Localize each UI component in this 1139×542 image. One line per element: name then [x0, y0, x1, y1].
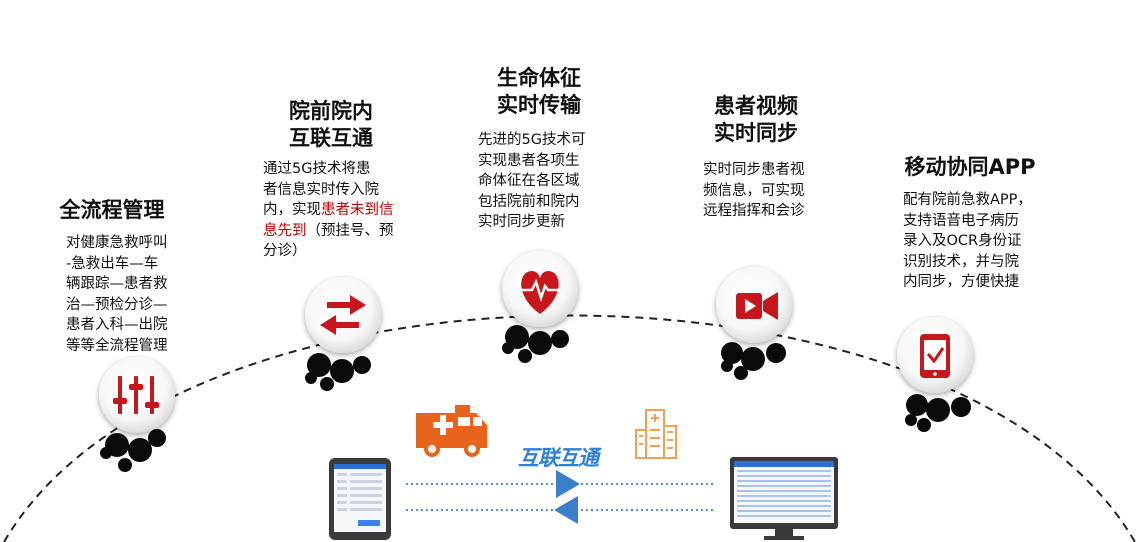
mobile-check-icon: [920, 334, 950, 378]
node-1-description: 对健康急救呼叫 -急救出车—车 辆跟踪—患者救 治—预检分诊— 患者入科—出院 …: [66, 235, 168, 354]
node-2-description: 通过5G技术将患 者信息实时传入院 内，实现患者未到信息先到（预挂号、预分诊）: [263, 161, 394, 259]
node-4-icon-badge: [716, 267, 792, 380]
node-2-title: 院前院内 互联互通: [289, 99, 373, 150]
node-1-title: 全流程管理: [59, 198, 165, 222]
node-4-description: 实时同步患者视 频信息，可实现 远程指挥和会诊: [703, 162, 805, 219]
heart-pulse-icon: [520, 271, 560, 314]
node-1-icon-badge: [99, 357, 175, 472]
arrow-left-icon: [554, 496, 578, 524]
decor-dots-1: [100, 429, 166, 472]
node-3-title: 生命体征 实时传输: [497, 66, 581, 117]
exchange-arrows-icon: [320, 295, 366, 335]
dashed-arc: [3, 314, 1136, 542]
node-5-title: 移动协同APP: [904, 155, 1036, 179]
highlight-text: 患者未到信息先到: [263, 202, 394, 239]
decor-dots-4: [721, 342, 786, 380]
arrow-right-icon: [556, 470, 580, 498]
decor-dots-5: [905, 394, 971, 432]
monitor-icon: [730, 457, 838, 540]
node-3-icon-badge: [502, 251, 578, 363]
ambulance-icon: [416, 405, 487, 457]
node-5-icon-badge: [897, 317, 973, 432]
decor-dots-3: [502, 325, 569, 363]
video-camera-icon: [736, 292, 778, 320]
link-arrows: [406, 470, 716, 524]
sliders-icon: [113, 376, 159, 414]
node-2-icon-badge: [305, 277, 381, 391]
node-4-title: 患者视频 实时同步: [714, 94, 798, 145]
decor-dots-2: [305, 353, 371, 391]
node-5-description: 配有院前急救APP， 支持语音电子病历 录入及OCR身份证 识别技术，并与院 内…: [903, 192, 1032, 290]
hospital-icon: [635, 409, 677, 459]
node-3-description: 先进的5G技术可 实现患者各项生 命体征在各区域 包括院前和院内 实时同步更新: [478, 132, 586, 230]
link-label: 互联互通: [518, 446, 599, 470]
tablet-icon: [329, 458, 391, 540]
